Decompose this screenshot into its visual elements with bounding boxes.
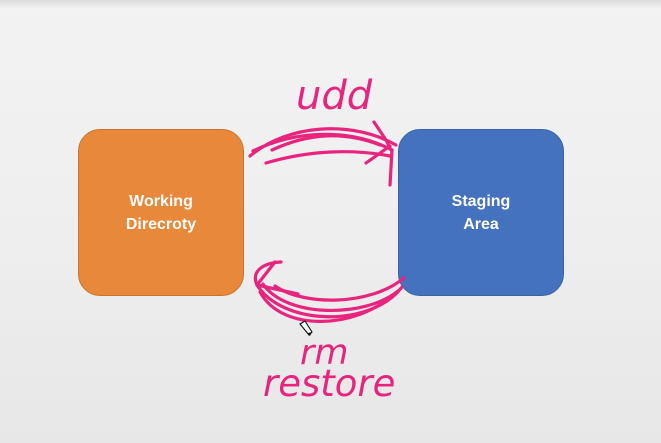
rm-annotation: rm (300, 333, 348, 373)
rm-restore-arrow (253, 260, 406, 323)
add-arrow (248, 120, 398, 187)
pen-cursor-icon (299, 320, 313, 336)
working-directory-box: Working Direcroty (78, 129, 244, 296)
restore-annotation: restore (263, 362, 395, 405)
add-annotation: udd (296, 73, 373, 119)
top-strip (0, 0, 661, 8)
working-directory-label: Working Direcroty (125, 192, 197, 233)
staging-area-label: Staging Area (451, 192, 511, 233)
staging-area-box: Staging Area (398, 129, 564, 296)
